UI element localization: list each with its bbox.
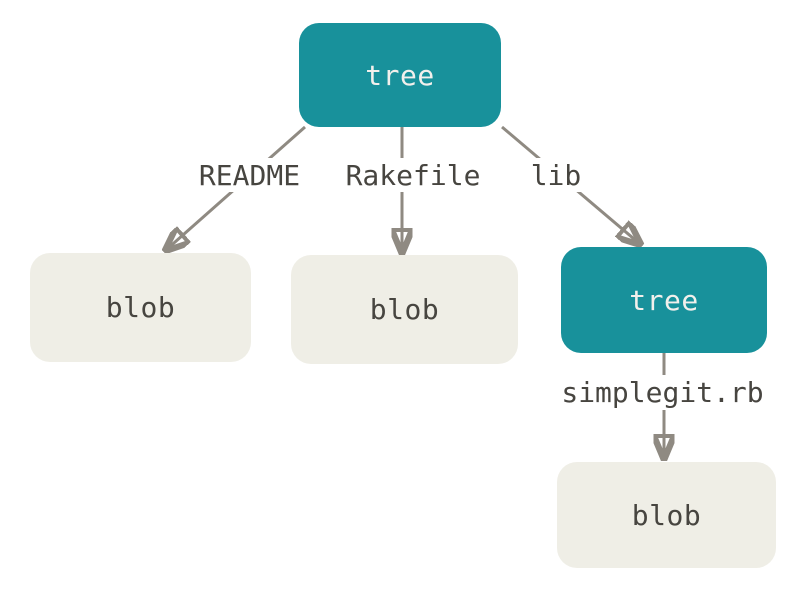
edge-label-rakefile: Rakefile	[316, 158, 510, 192]
node-tree-lib: tree	[561, 247, 767, 353]
edge-label-lib: lib	[521, 158, 591, 192]
node-blob-readme-label: blob	[105, 291, 176, 324]
edge-label-simplegit-rb: simplegit.rb	[555, 375, 770, 410]
node-blob-rakefile: blob	[291, 255, 518, 364]
node-blob-simplegit-label: blob	[631, 498, 702, 532]
node-tree-root: tree	[299, 23, 501, 127]
node-blob-rakefile-label: blob	[369, 293, 440, 326]
node-blob-readme: blob	[30, 253, 251, 362]
node-blob-simplegit: blob	[557, 462, 776, 568]
node-tree-lib-label: tree	[629, 283, 699, 317]
edge-label-readme: README	[183, 158, 316, 192]
node-tree-root-label: tree	[365, 58, 435, 92]
